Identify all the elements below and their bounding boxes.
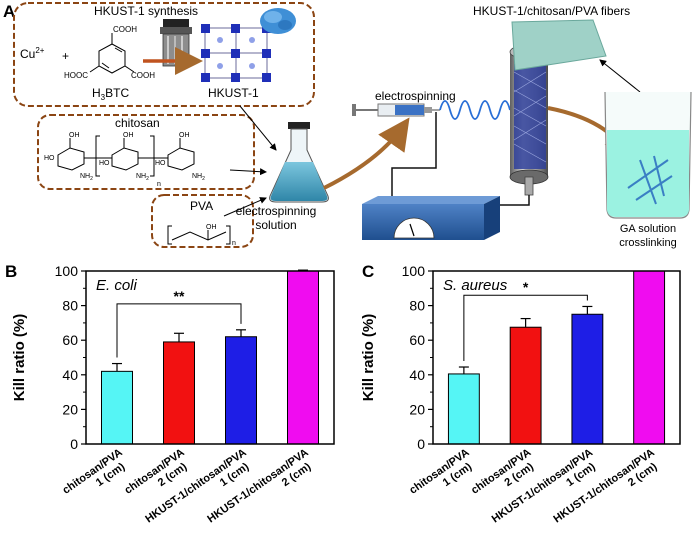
chart-title: E. coli xyxy=(96,277,138,294)
cooh-right: COOH xyxy=(131,71,155,80)
electrospinning-label: electrospinning xyxy=(375,89,456,103)
chitosan-n: n xyxy=(157,181,161,188)
beaker-icon xyxy=(604,91,692,219)
x-category-label: chitosan/PVA1 (cm) xyxy=(407,447,479,508)
plot-frame xyxy=(85,270,335,445)
h3btc-label: H3BTC xyxy=(92,86,129,102)
y-tick-label: 0 xyxy=(417,436,425,452)
plus-sign: + xyxy=(62,49,69,63)
ga-line2: crosslinking xyxy=(619,237,676,249)
pva-oh: OH xyxy=(206,224,217,231)
oh-3: OH xyxy=(179,132,190,139)
significance-label: ** xyxy=(174,288,185,304)
y-tick-label: 80 xyxy=(409,298,425,314)
fibers-label: HKUST-1/chitosan/PVA fibers xyxy=(473,4,630,18)
flask-icon xyxy=(269,122,329,203)
high-voltage-box xyxy=(362,196,500,240)
bar xyxy=(287,270,319,445)
y-tick-label: 0 xyxy=(70,436,78,452)
pva-box xyxy=(151,194,254,248)
hkust1-crystal-icon xyxy=(201,24,271,82)
bar xyxy=(509,326,542,445)
syringe-icon xyxy=(352,103,440,117)
h3btc-structure xyxy=(89,33,135,74)
ho-2: HO xyxy=(99,160,110,167)
pva-label: PVA xyxy=(190,199,213,213)
y-tick-label: 40 xyxy=(62,367,78,383)
cu-ion-label: Cu2+ xyxy=(20,46,45,61)
y-tick-label: 100 xyxy=(55,263,79,279)
solution-line2: solution xyxy=(255,218,296,232)
y-tick-label: 80 xyxy=(62,298,78,314)
ga-line1: GA solution xyxy=(620,223,676,235)
cooh-top: COOH xyxy=(113,25,137,34)
panel-c-letter: C xyxy=(362,262,374,281)
oh-1: OH xyxy=(69,132,80,139)
wire-syringe xyxy=(391,112,437,200)
chitosan-box xyxy=(37,114,255,190)
significance-label: * xyxy=(523,279,529,295)
y-tick-label: 40 xyxy=(409,367,425,383)
bar xyxy=(571,313,604,445)
y-axis-label: Kill ratio (%) xyxy=(360,314,377,402)
y-axis-label: Kill ratio (%) xyxy=(11,314,28,402)
arrow-beaker-to-fibers xyxy=(599,59,641,93)
autoclave-icon xyxy=(160,19,192,67)
y-tick-label: 60 xyxy=(62,332,78,348)
ho-3: HO xyxy=(155,160,166,167)
fibers-mat-photo xyxy=(511,19,607,71)
panel-a: A HKUST-1 synthesis Cu2+ + COOH HOOC COO… xyxy=(3,2,692,249)
x-category-label: chitosan/PVA1 (cm) xyxy=(60,447,132,508)
hkust1-label: HKUST-1 xyxy=(208,86,259,100)
pva-n: n xyxy=(232,240,236,247)
plot-frame xyxy=(432,270,681,445)
pva-structure xyxy=(167,225,231,245)
panel-b-letter: B xyxy=(5,262,17,281)
ho-1: HO xyxy=(44,155,55,162)
nh2-2: NH2 xyxy=(136,173,149,182)
y-tick-label: 20 xyxy=(62,401,78,417)
fiber-jet xyxy=(439,100,511,120)
y-tick-label: 20 xyxy=(409,401,425,417)
arrow-flask-to-syringe xyxy=(323,117,410,190)
synthesis-title: HKUST-1 synthesis xyxy=(94,4,198,18)
bar xyxy=(101,370,133,445)
oh-2: OH xyxy=(123,132,134,139)
bar xyxy=(225,336,257,445)
arrow-chitosan-to-flask xyxy=(229,168,267,176)
bar xyxy=(163,341,195,445)
arrow-synthesis-to-flask xyxy=(239,105,277,151)
arrow-pva-to-flask xyxy=(223,197,267,217)
bar xyxy=(447,373,480,445)
synthesis-box xyxy=(13,2,315,107)
chitosan-structure xyxy=(57,135,195,177)
nh2-3: NH2 xyxy=(192,173,205,182)
chart-title: S. aureus xyxy=(443,277,508,294)
y-tick-label: 100 xyxy=(402,263,426,279)
nh2-1: NH2 xyxy=(80,173,93,182)
chitosan-label: chitosan xyxy=(115,116,160,130)
hooc-left: HOOC xyxy=(64,71,88,80)
bar xyxy=(633,270,666,445)
hkust1-powder-icon xyxy=(260,8,296,34)
significance-bracket xyxy=(116,303,242,358)
significance-bracket xyxy=(463,294,588,362)
y-tick-label: 60 xyxy=(409,332,425,348)
panel-a-letter: A xyxy=(3,2,15,21)
solution-line1: electrospinning xyxy=(236,204,317,218)
